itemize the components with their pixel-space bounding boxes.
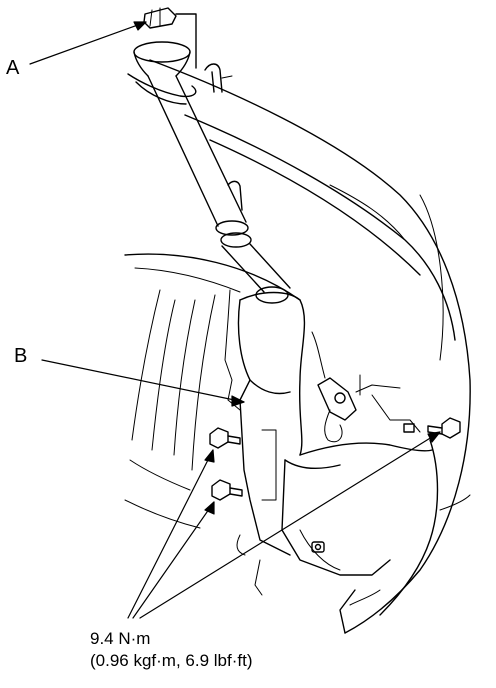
callout-a: A [6, 57, 20, 79]
arrowhead-b [231, 395, 245, 407]
leader-torque-2 [132, 501, 215, 619]
callout-b: B [14, 345, 28, 367]
leader-torque-1 [127, 449, 214, 619]
torque-spec: 9.4 N·m (0.96 kgf·m, 6.9 lbf·ft) [90, 628, 253, 672]
bolt-icon [209, 427, 241, 449]
neck-strap [127, 63, 243, 211]
fender-body [149, 59, 471, 634]
leader-torque-3 [139, 431, 441, 619]
bolt-icon [211, 479, 243, 501]
torque-spec-nm: 9.4 N·m [90, 629, 151, 648]
leader-b [41, 359, 245, 403]
arrowhead-a [133, 21, 147, 31]
filler-neck [133, 41, 291, 304]
washer-pump [311, 331, 421, 443]
leader-a [29, 21, 147, 65]
torque-spec-alt-units: (0.96 kgf·m, 6.9 lbf·ft) [90, 651, 253, 670]
mounting-bolts [209, 417, 461, 501]
leader-lines [29, 21, 441, 619]
washer-reservoir-tank [224, 289, 433, 596]
